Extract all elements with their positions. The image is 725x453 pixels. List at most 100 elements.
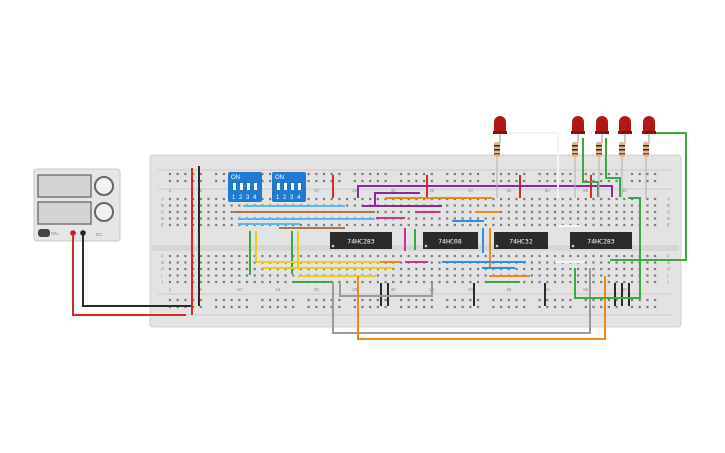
breadboard-hole[interactable] — [168, 197, 172, 201]
breadboard-hole[interactable] — [292, 274, 295, 277]
breadboard-hole[interactable] — [168, 280, 172, 284]
breadboard-hole[interactable] — [630, 217, 634, 220]
breadboard-hole[interactable] — [199, 210, 202, 214]
breadboard-hole[interactable] — [461, 223, 464, 227]
rail-hole[interactable] — [292, 298, 295, 302]
breadboard-hole[interactable] — [469, 217, 472, 220]
breadboard-hole[interactable] — [530, 274, 533, 277]
rail-hole[interactable] — [453, 305, 456, 309]
breadboard-hole[interactable] — [646, 254, 649, 258]
breadboard-hole[interactable] — [423, 223, 426, 227]
rail-hole[interactable] — [500, 179, 503, 183]
rail-hole[interactable] — [607, 172, 610, 176]
breadboard-hole[interactable] — [199, 254, 202, 258]
breadboard-hole[interactable] — [415, 254, 418, 258]
breadboard-hole[interactable] — [184, 280, 187, 284]
breadboard-hole[interactable] — [538, 274, 541, 277]
rail-hole[interactable] — [538, 305, 541, 309]
breadboard-hole[interactable] — [600, 254, 603, 258]
rail-hole[interactable] — [615, 172, 618, 176]
rail-hole[interactable] — [322, 172, 326, 176]
breadboard-hole[interactable] — [569, 280, 572, 284]
rail-hole[interactable] — [284, 305, 287, 309]
breadboard-hole[interactable] — [269, 197, 272, 201]
rail-hole[interactable] — [261, 305, 264, 309]
breadboard-hole[interactable] — [569, 210, 572, 214]
breadboard-hole[interactable] — [399, 267, 403, 271]
breadboard-hole[interactable] — [192, 223, 195, 227]
breadboard-hole[interactable] — [646, 223, 649, 227]
breadboard-hole[interactable] — [600, 261, 603, 264]
breadboard-hole[interactable] — [484, 274, 487, 277]
breadboard-hole[interactable] — [230, 223, 233, 227]
breadboard-hole[interactable] — [577, 217, 580, 220]
breadboard-hole[interactable] — [322, 197, 326, 201]
breadboard-hole[interactable] — [623, 204, 626, 207]
breadboard-hole[interactable] — [369, 223, 372, 227]
rail-hole[interactable] — [322, 305, 326, 309]
rail-hole[interactable] — [592, 298, 595, 302]
rail-hole[interactable] — [215, 172, 218, 176]
rail-hole[interactable] — [561, 179, 564, 183]
breadboard-hole[interactable] — [623, 223, 626, 227]
breadboard-hole[interactable] — [623, 274, 626, 277]
breadboard-hole[interactable] — [515, 210, 518, 214]
breadboard-hole[interactable] — [376, 280, 379, 284]
breadboard-hole[interactable] — [330, 254, 333, 258]
breadboard-hole[interactable] — [469, 274, 472, 277]
dip-switch-1[interactable]: ON 1 2 3 4 — [228, 172, 262, 202]
breadboard-hole[interactable] — [230, 254, 233, 258]
rail-hole[interactable] — [453, 179, 456, 183]
breadboard-hole[interactable] — [176, 274, 179, 277]
rail-hole[interactable] — [269, 172, 272, 176]
breadboard-hole[interactable] — [207, 254, 210, 258]
breadboard-hole[interactable] — [553, 197, 557, 201]
rail-hole[interactable] — [307, 172, 310, 176]
breadboard-hole[interactable] — [276, 274, 279, 277]
breadboard-hole[interactable] — [607, 217, 610, 220]
rail-hole[interactable] — [546, 305, 549, 309]
breadboard-hole[interactable] — [461, 210, 464, 214]
breadboard-hole[interactable] — [184, 204, 187, 207]
breadboard-hole[interactable] — [168, 210, 172, 214]
breadboard-hole[interactable] — [423, 217, 426, 220]
breadboard-hole[interactable] — [215, 274, 218, 277]
rail-hole[interactable] — [384, 305, 387, 309]
breadboard-hole[interactable] — [207, 204, 210, 207]
rail-hole[interactable] — [569, 172, 572, 176]
breadboard-hole[interactable] — [446, 210, 449, 214]
rail-hole[interactable] — [361, 298, 364, 302]
breadboard-hole[interactable] — [399, 210, 403, 214]
breadboard-hole[interactable] — [192, 197, 195, 201]
rail-hole[interactable] — [561, 305, 564, 309]
breadboard-hole[interactable] — [330, 223, 333, 227]
rail-hole[interactable] — [500, 172, 503, 176]
breadboard-hole[interactable] — [215, 197, 218, 201]
breadboard-hole[interactable] — [592, 197, 595, 201]
rail-hole[interactable] — [638, 305, 641, 309]
breadboard-hole[interactable] — [168, 223, 172, 227]
breadboard-hole[interactable] — [176, 204, 179, 207]
rail-hole[interactable] — [399, 179, 403, 183]
breadboard-hole[interactable] — [607, 254, 610, 258]
rail-hole[interactable] — [492, 172, 495, 176]
breadboard-hole[interactable] — [222, 223, 225, 227]
breadboard-hole[interactable] — [353, 197, 356, 201]
breadboard-hole[interactable] — [199, 267, 202, 271]
breadboard-hole[interactable] — [245, 267, 249, 271]
breadboard-hole[interactable] — [592, 210, 595, 214]
breadboard-hole[interactable] — [515, 254, 518, 258]
breadboard-hole[interactable] — [530, 261, 533, 264]
breadboard-hole[interactable] — [553, 280, 557, 284]
breadboard-hole[interactable] — [446, 217, 449, 220]
rail-hole[interactable] — [615, 179, 618, 183]
dip-switch-1-toggle-2[interactable] — [240, 183, 243, 190]
breadboard-hole[interactable] — [615, 254, 618, 258]
wire-purple-long[interactable] — [357, 185, 613, 198]
breadboard-hole[interactable] — [446, 223, 449, 227]
breadboard-hole[interactable] — [646, 197, 649, 201]
breadboard-hole[interactable] — [646, 280, 649, 284]
breadboard-hole[interactable] — [446, 204, 449, 207]
rail-hole[interactable] — [654, 172, 657, 176]
rail-hole[interactable] — [238, 298, 241, 302]
